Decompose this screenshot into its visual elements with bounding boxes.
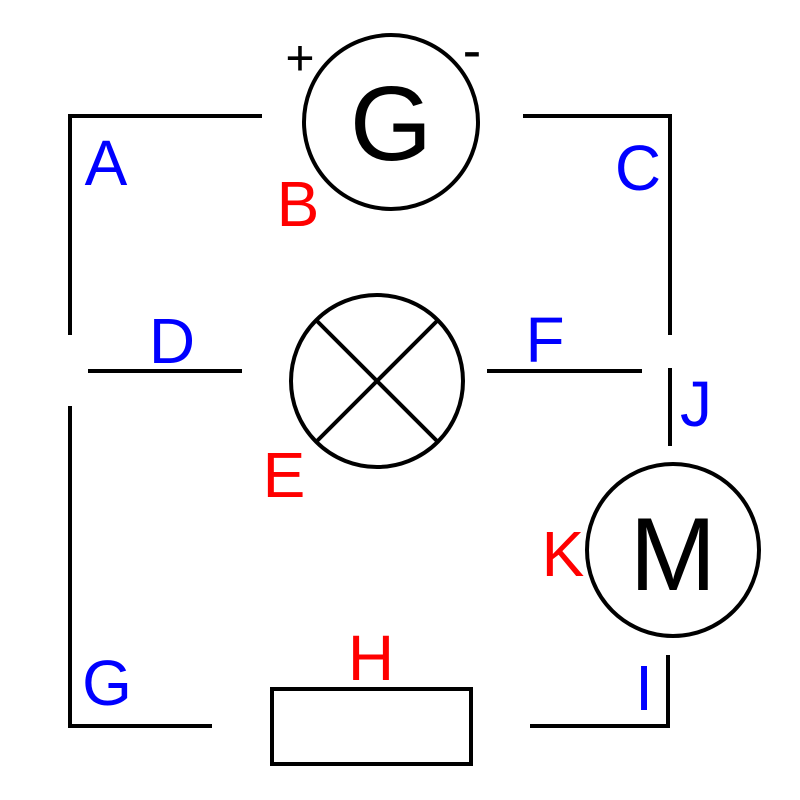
motor-symbol: M	[630, 497, 717, 613]
motor: M	[585, 462, 761, 638]
wire-bottom-right	[530, 655, 670, 728]
wire-top-right	[523, 114, 672, 335]
label-c: C	[615, 132, 661, 204]
label-k: K	[542, 518, 585, 590]
label-f: F	[525, 304, 564, 376]
wire-top-left	[68, 114, 262, 335]
generator-circle	[302, 33, 480, 211]
label-h: H	[348, 622, 394, 694]
label-e: E	[263, 439, 306, 511]
lamp-cross-icon-2	[314, 318, 440, 444]
motor-circle	[585, 462, 761, 638]
generator-symbol: G	[350, 65, 432, 183]
label-i: I	[635, 652, 653, 724]
generator-minus-terminal: -	[463, 18, 482, 81]
generator: G + -	[285, 18, 482, 211]
label-a: A	[85, 127, 128, 199]
wire-bottom-left	[68, 406, 212, 728]
lamp	[289, 293, 465, 469]
lamp-circle	[289, 293, 465, 469]
label-g: G	[82, 647, 132, 719]
label-d: D	[149, 305, 195, 377]
resistor	[270, 687, 473, 766]
generator-plus-terminal: +	[285, 30, 314, 86]
label-b: B	[277, 168, 320, 240]
label-j: J	[680, 368, 712, 440]
